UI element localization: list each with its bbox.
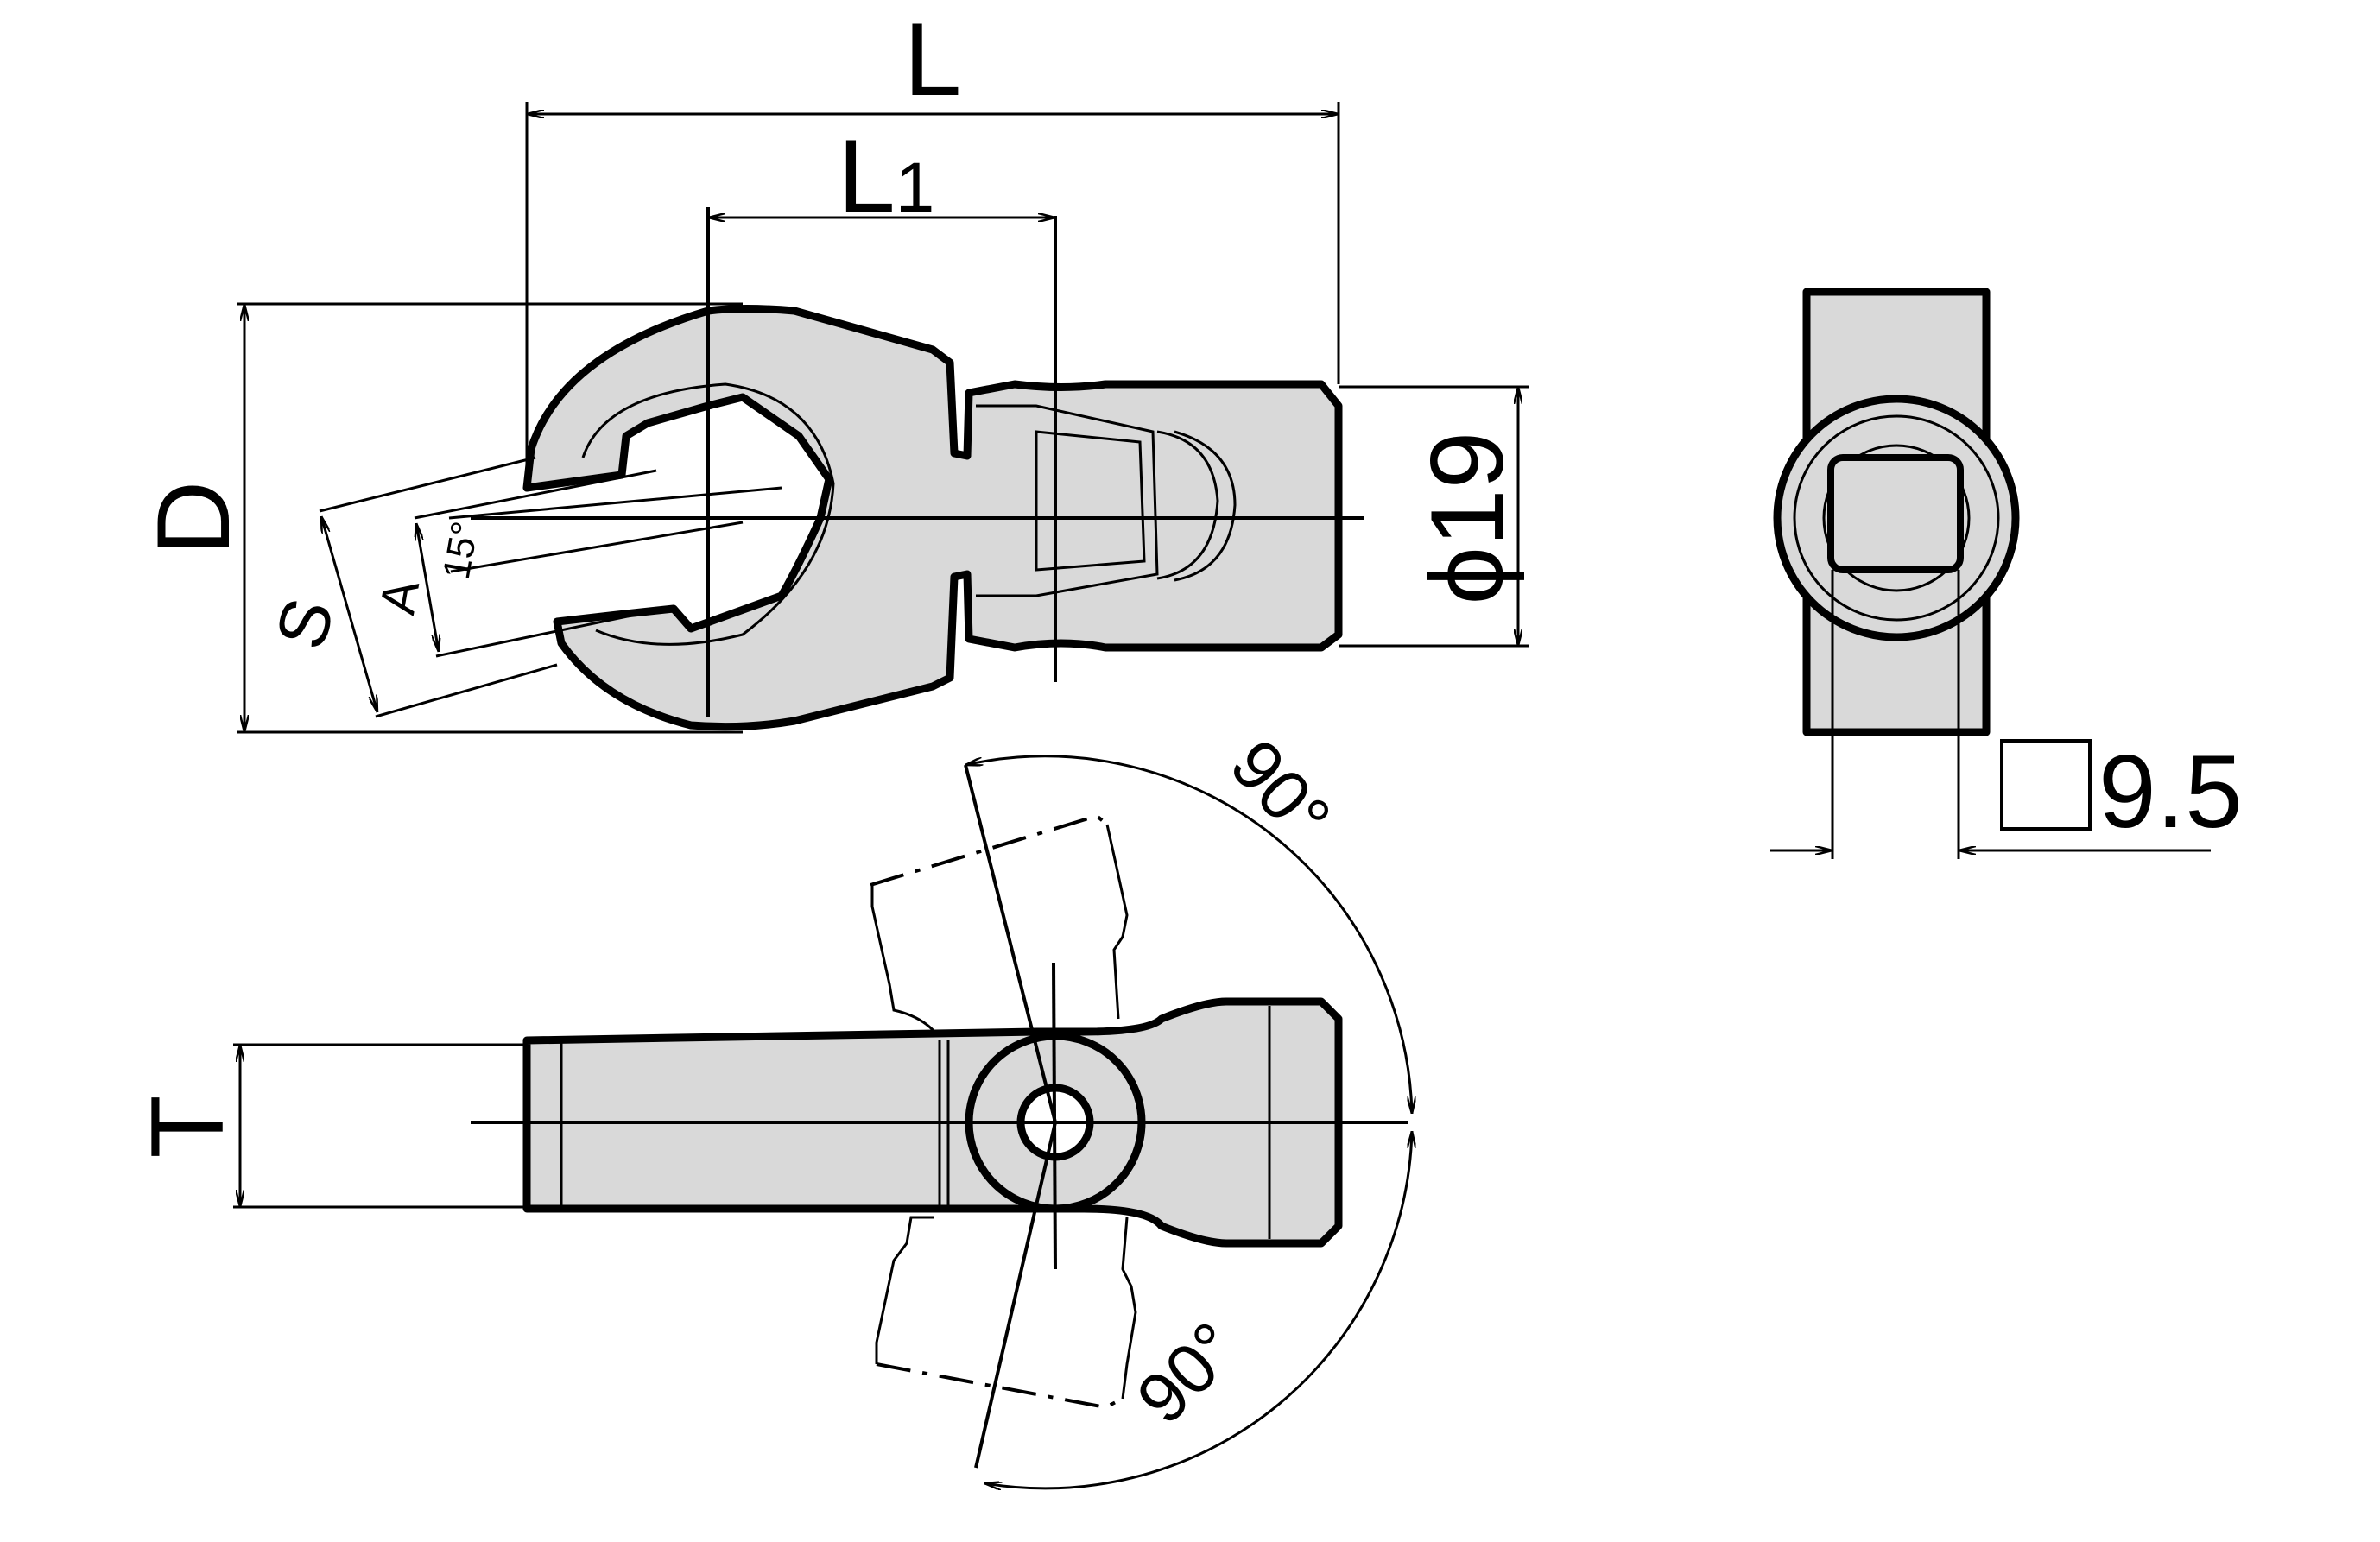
side-ring-core [1822, 444, 1971, 592]
label-T: T [130, 1095, 245, 1158]
label-angle-bottom: 90° [1123, 1308, 1254, 1439]
dimension-T: T [130, 1043, 527, 1209]
angle-arc-bottom [984, 1131, 1412, 1488]
bottom-view: 90° 90° [471, 725, 1412, 1488]
shank-detail [976, 404, 1159, 597]
shank-gear-edge [1156, 430, 1237, 582]
dimension-D: D [136, 302, 743, 734]
dimension-L1: L1 [708, 118, 1055, 234]
shank-detail-2 [1035, 430, 1146, 572]
side-view: 9.5 [1770, 288, 2243, 859]
dimension-L: L [525, 2, 1340, 479]
inner-ring [581, 382, 835, 646]
label-angle-top: 90° [1215, 725, 1345, 857]
dimension-A: A 15° [369, 469, 782, 658]
ghost-rotated-up [870, 813, 1109, 887]
label-S: S [261, 591, 350, 658]
square-drive [1827, 454, 1964, 573]
label-A: A [369, 576, 430, 619]
ghost-rotated-down [876, 1362, 1124, 1410]
side-ring-inner [1793, 414, 2000, 622]
angle-arc-top [965, 755, 1412, 1114]
top-view [471, 207, 1364, 731]
label-15deg: 15° [435, 518, 487, 582]
label-square-size: 9.5 [2098, 734, 2243, 850]
label-L1: L1 [838, 118, 934, 234]
hex-opening [620, 395, 831, 630]
square-symbol [2000, 739, 2092, 831]
label-phi19: ϕ19 [1409, 432, 1525, 605]
dimension-phi19: ϕ19 [1339, 385, 1529, 648]
label-D: D [136, 481, 251, 556]
label-L: L [904, 2, 962, 117]
